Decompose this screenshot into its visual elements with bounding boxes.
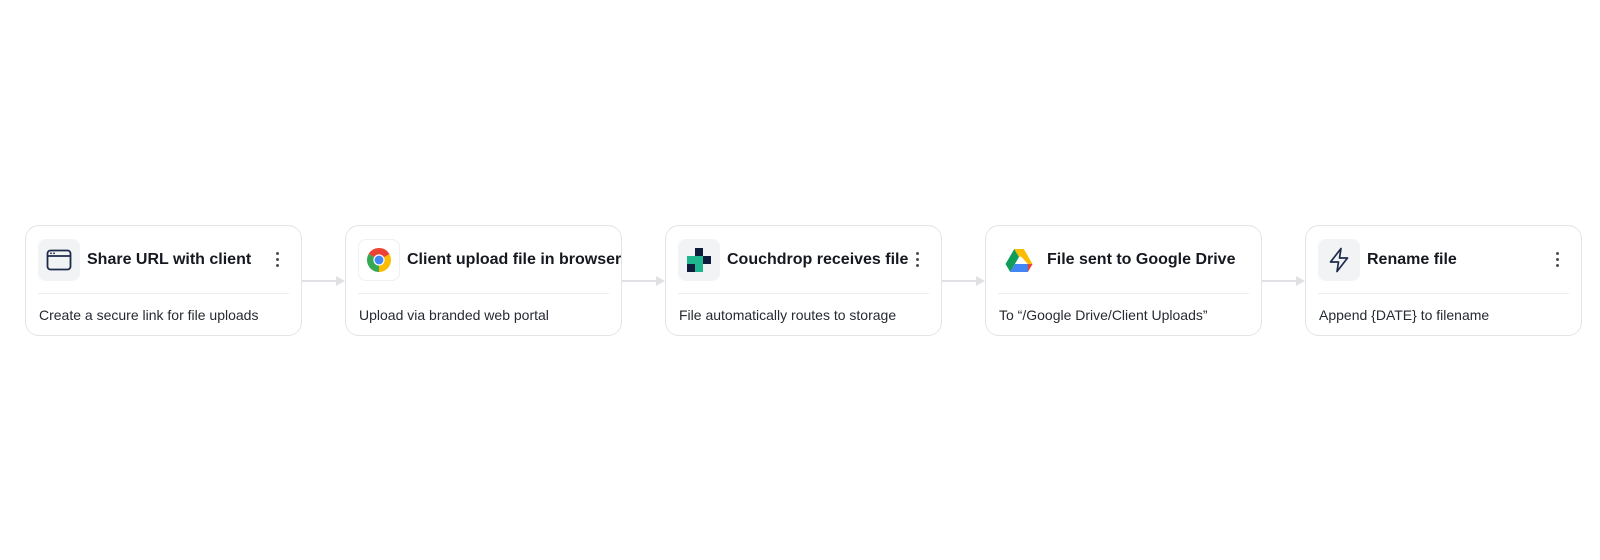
more-options-icon[interactable] xyxy=(1547,246,1567,274)
step-card-rename-file[interactable]: Rename file Append {DATE} to filename xyxy=(1305,225,1582,336)
flow-arrow xyxy=(942,275,985,287)
workflow-diagram: Share URL with client Create a secure li… xyxy=(25,225,1582,336)
step-card-couchdrop-receives[interactable]: Couchdrop receives file File automatical… xyxy=(665,225,942,336)
step-card-client-upload[interactable]: Client upload file in browser Upload via… xyxy=(345,225,622,336)
step-card-header: Rename file xyxy=(1318,226,1569,294)
step-title: Couchdrop receives file xyxy=(727,250,909,268)
step-description: Create a secure link for file uploads xyxy=(39,307,259,323)
step-title: File sent to Google Drive xyxy=(1047,250,1236,268)
step-description: Append {DATE} to filename xyxy=(1319,307,1490,323)
step-card-header: Couchdrop receives file xyxy=(678,226,929,294)
more-options-icon[interactable] xyxy=(267,246,287,274)
flow-arrow xyxy=(1262,275,1305,287)
step-card-header: File sent to Google Drive xyxy=(998,226,1249,294)
step-card-share-url[interactable]: Share URL with client Create a secure li… xyxy=(25,225,302,336)
step-card-google-drive[interactable]: File sent to Google Drive To “/Google Dr… xyxy=(985,225,1262,336)
step-card-header: Share URL with client xyxy=(38,226,289,294)
google-drive-icon xyxy=(998,239,1040,281)
step-description: Upload via branded web portal xyxy=(359,307,549,323)
flow-arrow xyxy=(302,275,345,287)
step-description: File automatically routes to storage xyxy=(679,307,897,323)
step-description: To “/Google Drive/Client Uploads” xyxy=(999,307,1208,323)
step-card-header: Client upload file in browser xyxy=(358,226,621,294)
lightning-icon xyxy=(1318,238,1360,281)
more-options-icon[interactable] xyxy=(908,246,927,274)
flow-arrow xyxy=(622,275,665,287)
couchdrop-logo-icon xyxy=(678,238,720,281)
step-title: Client upload file in browser xyxy=(407,250,622,268)
step-title: Share URL with client xyxy=(87,250,252,268)
step-title: Rename file xyxy=(1367,250,1457,268)
chrome-icon xyxy=(358,238,400,281)
browser-window-icon xyxy=(38,238,80,281)
